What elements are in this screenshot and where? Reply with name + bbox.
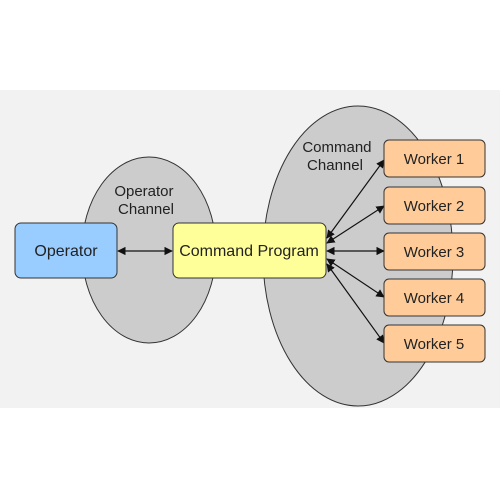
worker-1-label: Worker 1 <box>404 151 465 168</box>
command-to-worker-2-arrow <box>326 205 385 244</box>
worker-4-box <box>383 278 486 317</box>
worker-3-label: Worker 3 <box>404 244 465 261</box>
worker-3-node: Worker 3 <box>383 232 486 271</box>
worker-3-box <box>383 232 486 271</box>
worker-4-node: Worker 4 <box>383 278 486 317</box>
operator-channel-label-line2: Channel <box>118 201 174 218</box>
command-program-box <box>172 222 327 279</box>
connector-group <box>117 159 385 344</box>
command-program-label: Command Program <box>179 243 319 260</box>
worker-1-box <box>383 139 486 178</box>
operator-box <box>14 222 118 279</box>
worker-2-label: Worker 2 <box>404 198 465 215</box>
operator-channel-label: Operator Channel <box>114 183 177 218</box>
worker-2-node: Worker 2 <box>383 186 486 225</box>
command-program-node: Command Program <box>172 222 327 279</box>
worker-5-box <box>383 324 486 363</box>
command-channel-label-line2: Channel <box>307 157 363 174</box>
operator-channel-label-line1: Operator <box>114 183 173 200</box>
worker-5-label: Worker 5 <box>404 336 465 353</box>
command-channel-label-line1: Command <box>302 139 371 156</box>
command-to-worker-5-arrow <box>326 263 385 344</box>
worker-2-box <box>383 186 486 225</box>
worker-4-label: Worker 4 <box>404 290 465 307</box>
worker-1-node: Worker 1 <box>383 139 486 178</box>
operator-node: Operator <box>14 222 118 279</box>
operator-label: Operator <box>34 243 98 260</box>
worker-5-node: Worker 5 <box>383 324 486 363</box>
